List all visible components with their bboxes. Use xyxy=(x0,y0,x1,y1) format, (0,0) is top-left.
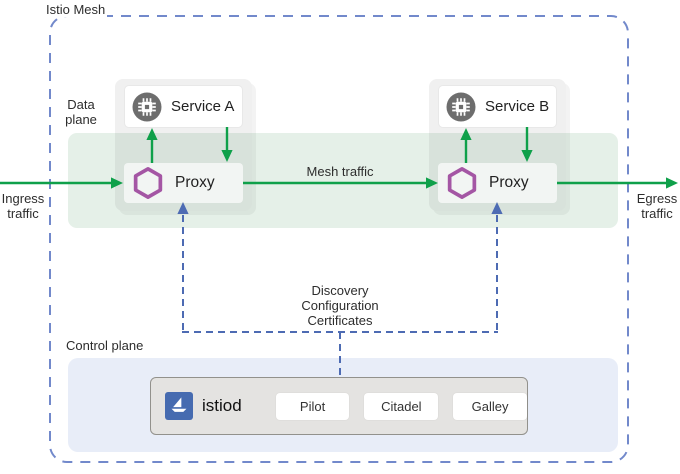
istio-mesh-label: Istio Mesh xyxy=(44,2,108,17)
hexagon-proxy-icon xyxy=(447,167,477,199)
mesh-traffic-label: Mesh traffic xyxy=(306,164,374,179)
component-citadel: Citadel xyxy=(364,392,439,420)
proxy-a-box: Proxy xyxy=(124,163,243,203)
discovery-configuration-certificates-label: Discovery Configuration Certificates xyxy=(301,283,379,328)
data-plane-label: Data plane xyxy=(65,97,97,127)
proxy-b-box: Proxy xyxy=(438,163,557,203)
service-a-box: Service A xyxy=(125,86,242,127)
istiod-label: istiod xyxy=(202,396,242,415)
component-pilot: Pilot xyxy=(275,392,350,420)
istiod-box: istiod Pilot Citadel Galley xyxy=(150,377,528,435)
service-b-box: Service B xyxy=(439,86,556,127)
service-a-label: Service A xyxy=(171,98,235,115)
microchip-icon xyxy=(446,92,476,121)
egress-traffic-label: Egress traffic xyxy=(636,191,678,221)
proxy-a-label: Proxy xyxy=(175,174,215,191)
hexagon-proxy-icon xyxy=(133,167,163,199)
microchip-icon xyxy=(132,92,162,121)
service-b-label: Service B xyxy=(485,98,550,115)
istio-logo xyxy=(165,392,193,420)
component-galley: Galley xyxy=(453,392,527,420)
istio-sail-icon xyxy=(171,397,187,412)
control-plane-label: Control plane xyxy=(66,338,144,353)
ingress-traffic-label: Ingress traffic xyxy=(1,191,45,221)
proxy-b-label: Proxy xyxy=(489,174,529,191)
